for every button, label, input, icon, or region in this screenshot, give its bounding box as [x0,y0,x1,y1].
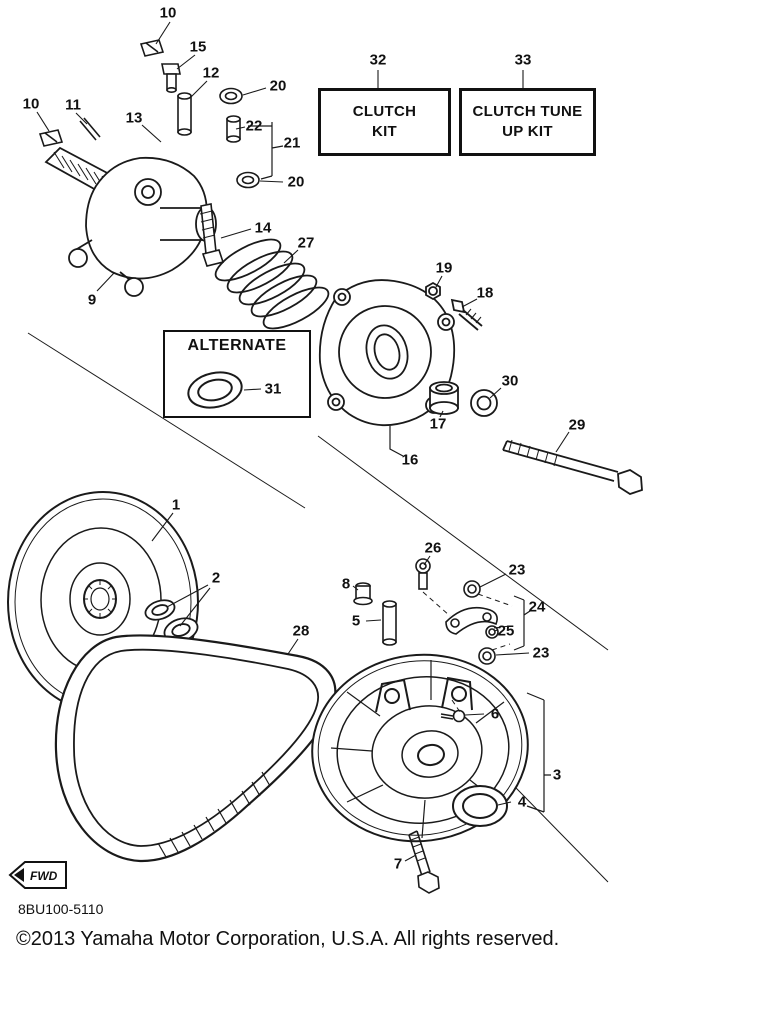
diagram-code: 8BU100-5110 [18,901,104,917]
clutch-kit-box: CLUTCH KIT [318,88,451,156]
leader-lines [36,21,570,862]
alternate-label: ALTERNATE [187,337,287,354]
cover-plate-drawing [318,279,483,427]
bushing-washer-bolt-drawing [429,381,643,495]
top-fasteners-drawing [38,39,260,267]
dashed-lines [422,591,513,713]
group-brackets [248,122,551,813]
sheave-bushings-drawing [144,599,199,643]
fwd-arrow-icon: FWD [8,861,67,889]
alternate-washer-drawing [187,371,243,409]
v-belt-drawing [54,634,337,863]
primary-spring-drawing [214,238,330,330]
sheave-hardware-drawing [353,558,499,894]
spider-assembly-drawing [44,146,217,297]
alternate-part-box: ALTERNATE [163,330,311,418]
fwd-label: FWD [30,869,58,883]
fwd-indicator: FWD [8,858,70,897]
clutch-tune-up-kit-box: CLUTCH TUNE UP KIT [459,88,596,156]
movable-sheave-drawing [311,653,529,843]
copyright-text: ©2013 Yamaha Motor Corporation, U.S.A. A… [16,928,560,950]
